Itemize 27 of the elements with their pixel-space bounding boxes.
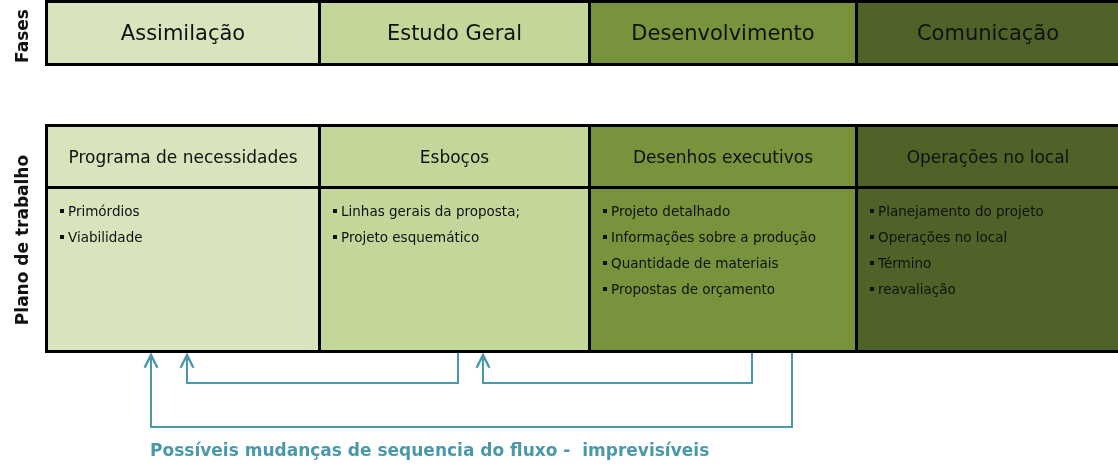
bullet-item: Quantidade de materiais: [603, 255, 847, 272]
bullet-item: Projeto detalhado: [603, 203, 847, 220]
bullet-item: Primórdios: [60, 203, 310, 220]
phase-box: Assimilação: [45, 0, 321, 66]
column-heading: Operações no local: [858, 127, 1118, 189]
phase-box: Estudo Geral: [318, 0, 591, 66]
row-label: Plano de trabalho: [12, 154, 33, 326]
bullet-item: Término: [870, 255, 1110, 272]
stage-column: [588, 124, 858, 353]
row-label: Fases: [11, 9, 32, 63]
caption-note: Possíveis mudanças de sequencia do fluxo - imprevisíveis: [150, 440, 710, 460]
bullet-item: Informações sobre a produção: [603, 229, 847, 246]
stage-column: [855, 124, 1118, 353]
stage-column: [318, 124, 591, 353]
feedback-arrow: [179, 352, 459, 384]
bullet-item: Propostas de orçamento: [603, 281, 847, 298]
feedback-arrow: [475, 352, 753, 384]
bullet-item: Linhas gerais da proposta;: [333, 203, 580, 220]
feedback-arrow: [143, 352, 793, 428]
phase-box: Comunicação: [855, 0, 1118, 66]
bullet-item: Projeto esquemático: [333, 229, 580, 246]
bullet-item: Planejamento do projeto: [870, 203, 1110, 220]
stage-column: [45, 124, 321, 353]
bullet-item: Operações no local: [870, 229, 1110, 246]
bullet-item: Viabilidade: [60, 229, 310, 246]
bullet-item: reavaliação: [870, 281, 1110, 298]
phase-box: Desenvolvimento: [588, 0, 858, 66]
